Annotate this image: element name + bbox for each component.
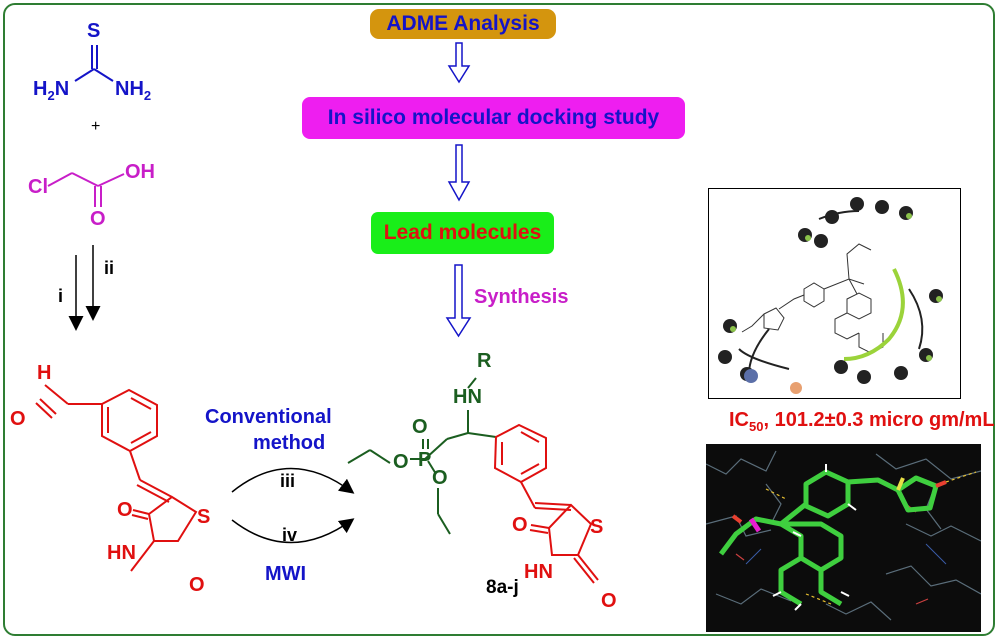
lead-molecules-box: Lead molecules <box>371 212 554 254</box>
docking-3d-panel <box>706 444 981 632</box>
aldehyde-intermediate <box>35 384 198 572</box>
product-bonds-red <box>493 423 599 584</box>
product-o-right: O <box>432 467 448 489</box>
thiourea-bonds <box>74 45 114 82</box>
chloro-oh: OH <box>125 161 155 183</box>
adme-analysis-label: ADME Analysis <box>386 12 540 35</box>
ic50-value: , 101.2±0.3 micro gm/mL <box>763 409 995 431</box>
step-iv-label: iv <box>282 525 298 545</box>
docking-study-label: In silico molecular docking study <box>327 106 660 129</box>
hollow-arrow-1 <box>447 42 471 84</box>
thiourea-nh2-right: NH2 <box>115 78 152 103</box>
product-r: R <box>477 350 492 372</box>
hollow-arrow-3 <box>445 264 472 338</box>
step-ii-label: ii <box>104 258 115 278</box>
outer-frame <box>3 3 995 636</box>
interaction-2d-panel <box>708 188 961 399</box>
product-tzd-o-bottom: O <box>601 590 617 612</box>
chloro-cl: Cl <box>28 176 48 198</box>
mwi-label: MWI <box>265 563 307 585</box>
adme-analysis-box: ADME Analysis <box>370 9 556 39</box>
lead-molecules-label: Lead molecules <box>383 221 542 244</box>
tzd-o-carbonyl: O <box>117 499 133 521</box>
product-tzd-s: S <box>590 516 604 538</box>
chloroacetic-bonds <box>47 172 125 207</box>
product-p: P <box>418 449 432 471</box>
hollow-arrow-2 <box>447 144 471 202</box>
conventional-label: Conventional <box>205 406 332 428</box>
thiourea-s: S <box>87 20 101 42</box>
product-tzd-hn: HN <box>524 561 553 583</box>
product-o-top: O <box>412 416 428 438</box>
synthesis-label: Synthesis <box>474 286 569 308</box>
arc-mwi <box>231 518 355 544</box>
tzd-hn: HN <box>107 542 136 564</box>
step-i-label: i <box>58 286 64 306</box>
product-code-label: 8a-j <box>486 577 519 598</box>
aldehyde-o: O <box>10 408 26 430</box>
step-iii-label: iii <box>280 471 296 491</box>
method-label: method <box>253 432 326 454</box>
ic50-label: IC50, 101.2±0.3 micro gm/mL <box>729 409 995 434</box>
product-bonds-green <box>347 377 497 535</box>
docking-3d-drawing <box>706 450 981 621</box>
product-tzd-o-carbonyl: O <box>512 514 528 536</box>
arc-conventional <box>231 467 355 494</box>
tzd-s: S <box>197 506 211 528</box>
product-o-left: O <box>393 451 409 473</box>
thiourea-nh2-left: H2N <box>33 78 70 103</box>
tzd-o-bottom: O <box>189 574 205 596</box>
interaction-2d-drawing <box>718 197 943 394</box>
docking-study-box: In silico molecular docking study <box>302 97 685 139</box>
ic50-subscript: 50 <box>749 419 764 434</box>
aldehyde-h: H <box>37 362 52 384</box>
chloro-o: O <box>90 208 106 230</box>
product-hn: HN <box>453 386 482 408</box>
plus-sign: + <box>91 118 101 135</box>
ic50-prefix: IC <box>729 409 749 431</box>
